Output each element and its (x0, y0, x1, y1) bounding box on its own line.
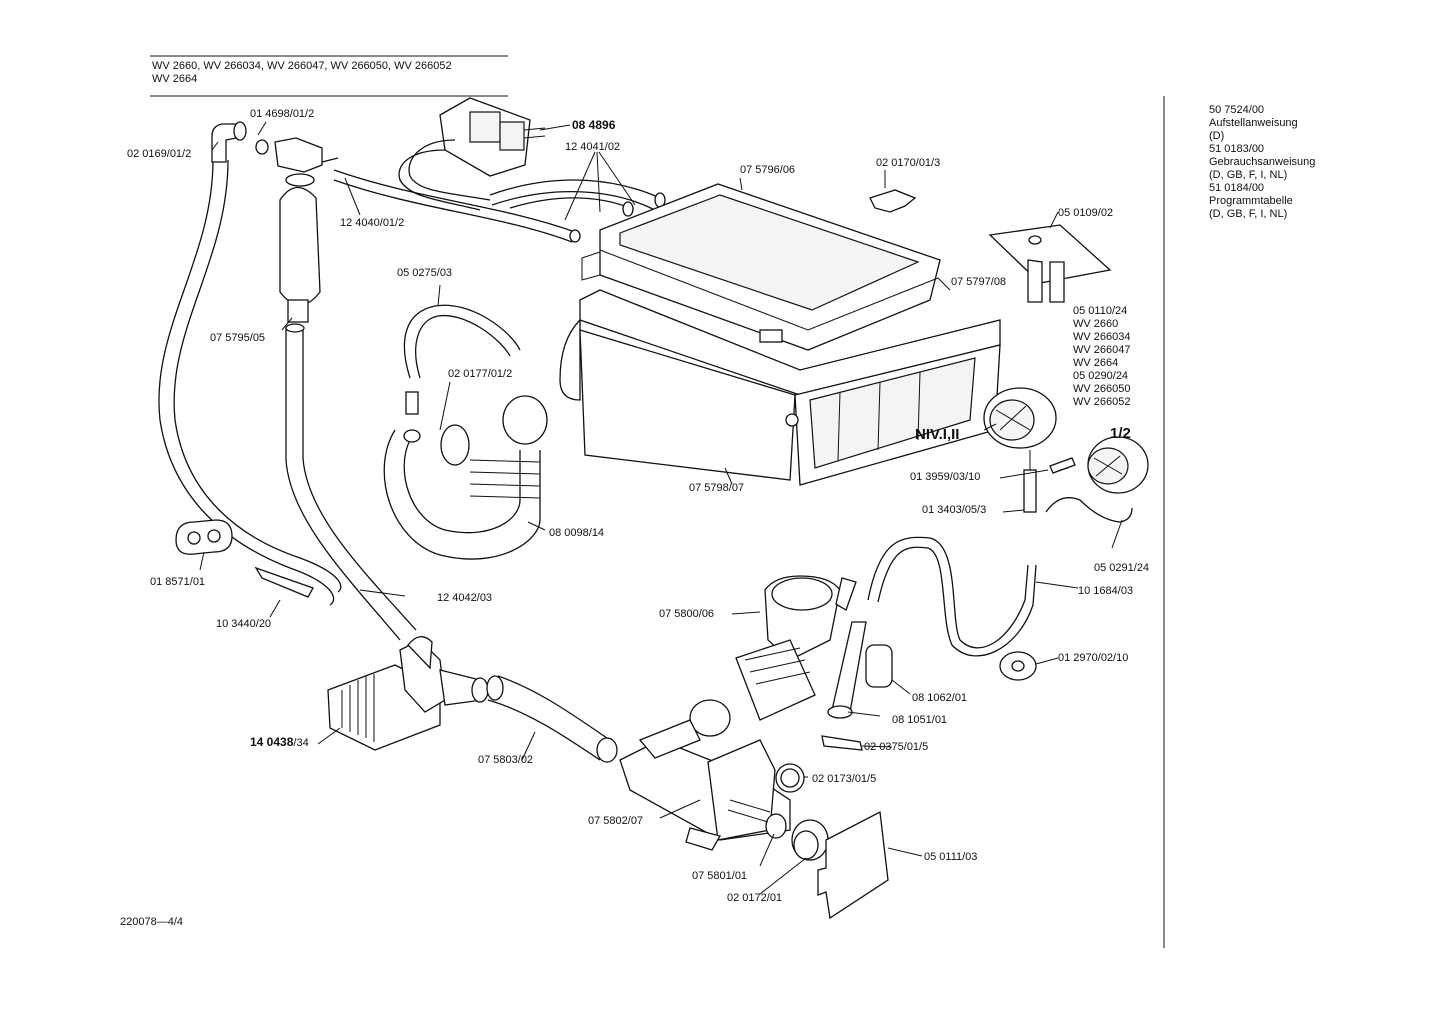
part-label: 02 0170/01/3 (876, 157, 941, 169)
screw-01-3959-drawing (1049, 457, 1076, 474)
doc-line: Programmtabelle (1209, 195, 1293, 207)
part-label: 02 0375/01/5 (864, 741, 929, 753)
elbow-02-0169-drawing (211, 121, 269, 163)
part-label: NIV.I,II (915, 426, 960, 443)
doc-line: Aufstellanweisung (1209, 117, 1298, 129)
part-label: 12 4040/01/2 (340, 217, 405, 229)
hose-10-1684-drawing (867, 536, 1029, 649)
doc-line: Gebrauchsanweisung (1209, 156, 1316, 168)
filter-plug-02-0172-drawing (791, 819, 829, 861)
clip-05-0109-drawing (988, 224, 1112, 303)
part-label: 07 5797/08 (951, 276, 1007, 288)
doc-line: (D, GB, F, I, NL) (1209, 208, 1288, 220)
model-list-line-2: WV 2664 (152, 73, 198, 85)
part-label: 07 5798/07 (689, 482, 745, 494)
part-label: 01 4698/01/2 (250, 108, 315, 120)
model-list-header: WV 2660, WV 266034, WV 266047, WV 266050… (152, 60, 452, 86)
part-label: 07 5796/06 (740, 164, 796, 176)
hose-05-0291-drawing (1045, 497, 1133, 523)
tube-01-3403-drawing (1023, 469, 1037, 513)
part-label: 07 5802/07 (588, 815, 644, 827)
part-label: 02 0169/01/2 (127, 148, 192, 160)
part-label: 10 1684/03 (1078, 585, 1134, 597)
part-label: 05 0275/03 (397, 267, 453, 279)
part-label: 05 0291/24 (1094, 562, 1150, 574)
clip-02-0375-drawing (821, 735, 863, 751)
switch-model-line: WV 2660 (1073, 318, 1119, 330)
part-label: 07 5803/02 (478, 754, 534, 766)
document-list: 50 7524/00 Aufstellanweisung (D) 51 0183… (1209, 104, 1315, 221)
part-label: 10 3440/20 (216, 618, 272, 630)
part-label: 08 4896 (572, 118, 616, 132)
part-label: 1/2 (1110, 425, 1131, 442)
part-label: 12 4041/02 (565, 141, 621, 153)
doc-line: 50 7524/00 (1209, 104, 1265, 116)
seal-01-2970-drawing (999, 651, 1037, 681)
part-label: 08 1051/01 (892, 714, 948, 726)
part-label: 01 2970/02/10 (1058, 652, 1129, 664)
switch-model-line: WV 266052 (1073, 396, 1131, 408)
part-label: 07 5801/01 (692, 870, 748, 882)
switch-model-line: 05 0110/24 (1073, 305, 1128, 317)
hose-07-5803-drawing (497, 675, 611, 741)
doc-line: (D) (1209, 130, 1225, 142)
switch-model-line: WV 266050 (1073, 383, 1131, 395)
model-list-line-1: WV 2660, WV 266034, WV 266047, WV 266050… (152, 60, 452, 72)
part-label: 01 8571/01 (150, 576, 206, 588)
pressure-switch-b-drawing (1087, 436, 1149, 494)
part-label: 02 0173/01/5 (812, 773, 877, 785)
part-label: 01 3959/03/10 (910, 471, 981, 483)
tube-12-4040-drawing (333, 169, 581, 243)
part-label: 07 5795/05 (210, 332, 266, 344)
seal-01-8571-drawing (175, 519, 233, 555)
leader-lines (199, 121, 1123, 895)
clip-02-0170-drawing (869, 189, 917, 213)
part-label: 14 0438/34 (250, 736, 309, 750)
bellows-08-0098-drawing (383, 391, 548, 560)
part-label: 02 0177/01/2 (448, 368, 513, 380)
document-id: 220078—4/4 (120, 916, 183, 928)
drawer-housing-drawing (559, 183, 1001, 486)
part-label: 08 0098/14 (549, 527, 605, 539)
switch-model-list: 05 0110/24 WV 2660 WV 266034 WV 266047 W… (1073, 305, 1130, 409)
part-label: 05 0111/03 (924, 851, 978, 863)
part-label: 05 0109/02 (1058, 207, 1114, 219)
hose-10-3440-drawing (158, 159, 342, 606)
part-label-suffix: /34 (293, 737, 309, 749)
pump-14-0438-drawing (327, 636, 489, 751)
part-label: 01 3403/05/3 (922, 504, 987, 516)
tube-08-1051-drawing (831, 621, 867, 713)
switch-model-line: 05 0290/24 (1073, 370, 1129, 382)
part-label: 07 5800/06 (659, 608, 715, 620)
doc-line: 51 0183/00 (1209, 143, 1265, 155)
doc-line: (D, GB, F, I, NL) (1209, 169, 1288, 181)
sump-07-5800-drawing (689, 575, 857, 737)
part-label: 12 4042/03 (437, 592, 493, 604)
switch-model-line: WV 266047 (1073, 344, 1131, 356)
valve-08-4896-drawing (398, 97, 546, 211)
cover-05-0111-drawing (817, 810, 889, 920)
hoses-12-4041-drawing (489, 151, 666, 221)
tube-08-1062-drawing (865, 644, 893, 688)
switch-model-line: WV 266034 (1073, 331, 1131, 343)
seal-02-0173-drawing (775, 763, 805, 793)
part-label: 08 1062/01 (912, 692, 968, 704)
connector-07-5795-drawing (274, 137, 417, 641)
pressure-switch-a-drawing (983, 387, 1057, 470)
doc-line: 51 0184/00 (1209, 182, 1265, 194)
switch-model-line: WV 2664 (1073, 357, 1119, 369)
part-label-bold: 14 0438 (250, 735, 294, 749)
filter-housing-07-5802-drawing (619, 719, 791, 851)
part-label: 02 0172/01 (727, 892, 783, 904)
hose-05-0275-drawing (403, 304, 521, 379)
